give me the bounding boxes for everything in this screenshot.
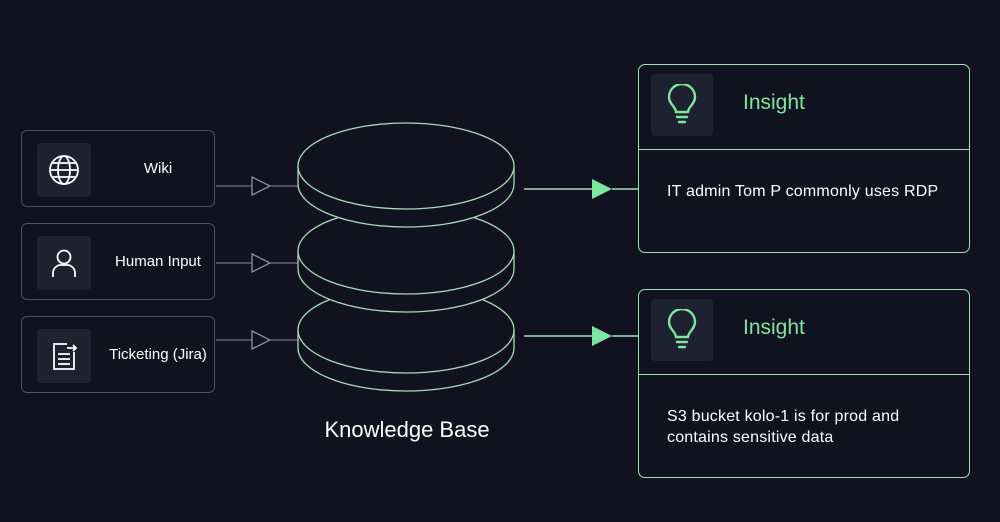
knowledge-base-label: Knowledge Base (324, 417, 490, 442)
source-human-input: Human Input (21, 223, 215, 300)
source-wiki: Wiki (21, 130, 215, 207)
source-label: Human Input (115, 253, 201, 270)
lightbulb-icon (651, 74, 713, 136)
insight-title: Insight (743, 316, 805, 339)
insight-connector-1 (524, 179, 638, 199)
person-icon (37, 236, 91, 290)
insight-title: Insight (743, 91, 805, 114)
source-connector-ticketing (216, 329, 299, 351)
lightbulb-icon (651, 299, 713, 361)
insight-header: Insight (639, 290, 969, 375)
insight-card-1: Insight IT admin Tom P commonly uses RDP (638, 64, 970, 253)
insight-text: IT admin Tom P commonly uses RDP (667, 183, 939, 200)
source-label: Ticketing (Jira) (109, 346, 207, 363)
insight-connector-2 (524, 326, 638, 346)
source-label: Wiki (143, 160, 173, 177)
database-cylinder (297, 122, 515, 392)
ticket-icon (37, 329, 91, 383)
source-connector-wiki (216, 175, 299, 197)
insight-card-2: Insight S3 bucket kolo-1 is for prod and… (638, 289, 970, 478)
insight-header: Insight (639, 65, 969, 150)
source-ticketing: Ticketing (Jira) (21, 316, 215, 393)
insight-text: S3 bucket kolo-1 is for prod and contain… (667, 408, 900, 446)
source-connector-human-input (216, 252, 299, 274)
globe-icon (37, 143, 91, 197)
